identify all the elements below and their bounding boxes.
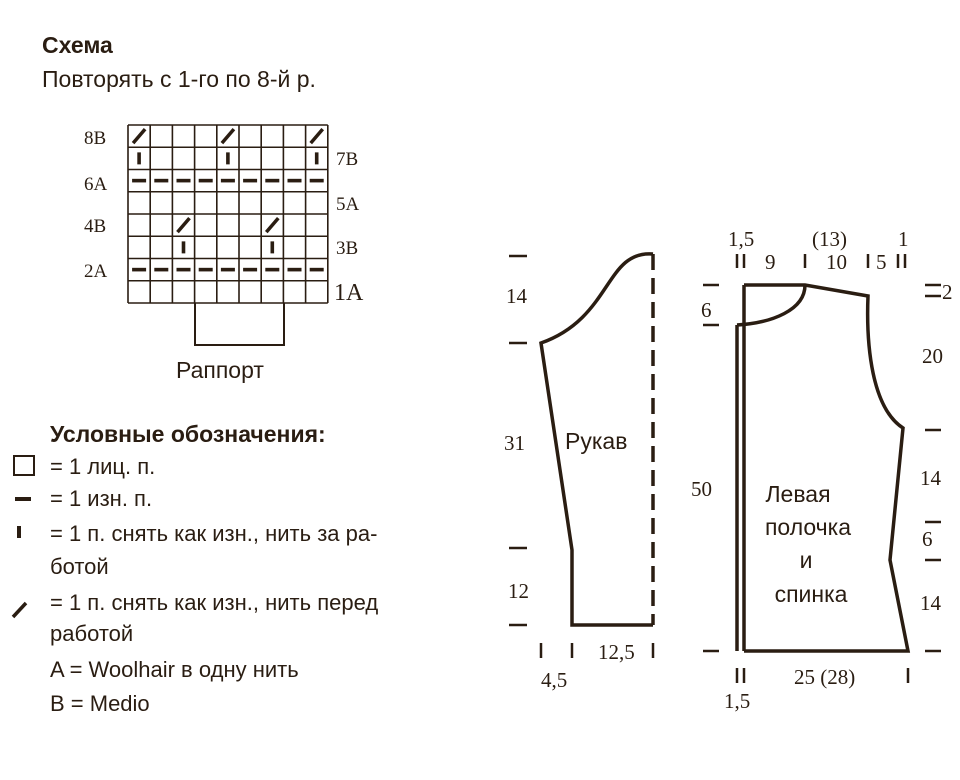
body-label-line2: полочка <box>765 514 851 540</box>
slip-back-bar-icon <box>270 241 275 254</box>
sleeve-cuff-height: 12 <box>508 579 529 603</box>
body-neck-width: 9 <box>765 250 776 274</box>
body-band-width-top: 1,5 <box>728 227 754 251</box>
body-schematic: Левая полочка и спинка 1,5 (13) 1 9 10 5… <box>691 227 953 713</box>
slip-front-slash-icon <box>309 127 325 145</box>
row-label-3b: 3B <box>336 238 358 259</box>
row-label-2a: 2A <box>84 261 108 282</box>
purl-dash-icon <box>176 178 191 183</box>
slip-back-bar-icon <box>314 152 319 165</box>
body-upper-side: 14 <box>920 466 942 490</box>
legend: Условные обозначения: = 1 лиц. п. = 1 из… <box>11 421 378 716</box>
purl-dash-icon <box>176 267 191 272</box>
knit-square-icon <box>13 455 35 476</box>
purl-dash-icon <box>15 497 31 501</box>
purl-dash-icon <box>243 178 258 183</box>
body-lower-side: 14 <box>920 591 942 615</box>
body-band-width-bottom: 1,5 <box>724 689 750 713</box>
stitch-chart: 8B 6A 4B 2A 7B 5A 3B 1A Раппорт <box>84 124 364 383</box>
chart-symbols <box>131 127 325 272</box>
body-length: 50 <box>691 477 712 501</box>
repeat-label: Раппорт <box>176 357 264 383</box>
row-label-5a: 5A <box>336 194 360 215</box>
purl-dash-icon <box>220 267 235 272</box>
purl-dash-icon <box>198 267 213 272</box>
legend-slip-back-text: = 1 п. снять как изн., нить за ра- <box>50 521 377 546</box>
slip-back-bar-icon <box>226 152 230 165</box>
scheme-subtitle: Повторять с 1-го по 8-й р. <box>42 66 316 92</box>
body-shoulder-width: 10 <box>826 250 847 274</box>
legend-slip-front-text-cont: работой <box>50 621 133 646</box>
sleeve-cuff-offset: 4,5 <box>541 668 567 692</box>
body-waist-section: 6 <box>922 527 933 551</box>
purl-dash-icon <box>309 178 324 183</box>
row-label-7b: 7B <box>336 149 358 170</box>
purl-dash-icon <box>309 267 324 272</box>
chart-grid <box>127 124 329 304</box>
purl-dash-icon <box>220 178 235 183</box>
legend-yarn-b: B = Medio <box>50 691 150 716</box>
legend-slip-back-text-cont: ботой <box>50 554 109 579</box>
scheme-title: Схема <box>42 32 113 58</box>
legend-slip-front-text: = 1 п. снять как изн., нить перед <box>50 590 378 615</box>
body-label-line3: и <box>800 547 813 573</box>
purl-dash-icon <box>198 178 213 183</box>
body-label-line1: Левая <box>765 481 830 507</box>
body-shoulder-slope: 5 <box>876 250 887 274</box>
slip-front-slash-icon <box>264 216 280 234</box>
legend-purl-text: = 1 изн. п. <box>50 486 152 511</box>
body-shoulder-drop: 2 <box>942 280 953 304</box>
sleeve-label: Рукав <box>565 428 627 454</box>
purl-dash-icon <box>287 267 302 272</box>
purl-dash-icon <box>243 267 258 272</box>
legend-heading: Условные обозначения: <box>50 421 326 447</box>
body-armhole-depth: 20 <box>922 344 943 368</box>
purl-dash-icon <box>154 267 169 272</box>
row-label-1a: 1A <box>334 280 364 306</box>
sleeve-outline <box>539 252 654 627</box>
repeat-bracket <box>194 303 285 346</box>
neckline-curve <box>736 284 807 327</box>
row-label-8b: 8B <box>84 128 106 149</box>
slip-back-bar-icon <box>137 152 141 165</box>
body-outline <box>744 283 911 653</box>
legend-knit-text: = 1 лиц. п. <box>50 454 155 479</box>
slip-front-slash-icon <box>131 127 147 145</box>
body-hem-width: 25 (28) <box>794 665 855 689</box>
body-back-neck-alt: (13) <box>812 227 847 251</box>
sleeve-schematic: Рукав 14 31 12 4,5 12,5 <box>504 252 655 692</box>
sleeve-cap-height: 14 <box>506 284 528 308</box>
slip-back-bar-icon <box>181 241 186 254</box>
slip-front-slash-icon <box>11 601 28 619</box>
body-neck-depth: 6 <box>701 298 712 322</box>
row-label-4b: 4B <box>84 216 106 237</box>
sleeve-length: 31 <box>504 431 525 455</box>
purl-dash-icon <box>132 267 147 272</box>
row-label-6a: 6A <box>84 174 108 195</box>
legend-yarn-a: A = Woolhair в одну нить <box>50 657 299 682</box>
sleeve-half-width: 12,5 <box>598 640 635 664</box>
purl-dash-icon <box>132 178 147 183</box>
slip-back-bar-icon <box>17 526 21 538</box>
body-label-line4: спинка <box>775 581 848 607</box>
slip-front-slash-icon <box>220 127 236 145</box>
purl-dash-icon <box>265 267 280 272</box>
purl-dash-icon <box>287 178 302 183</box>
slip-front-slash-icon <box>176 216 191 234</box>
body-edge-top: 1 <box>898 227 909 251</box>
purl-dash-icon <box>154 178 169 183</box>
purl-dash-icon <box>265 178 280 183</box>
